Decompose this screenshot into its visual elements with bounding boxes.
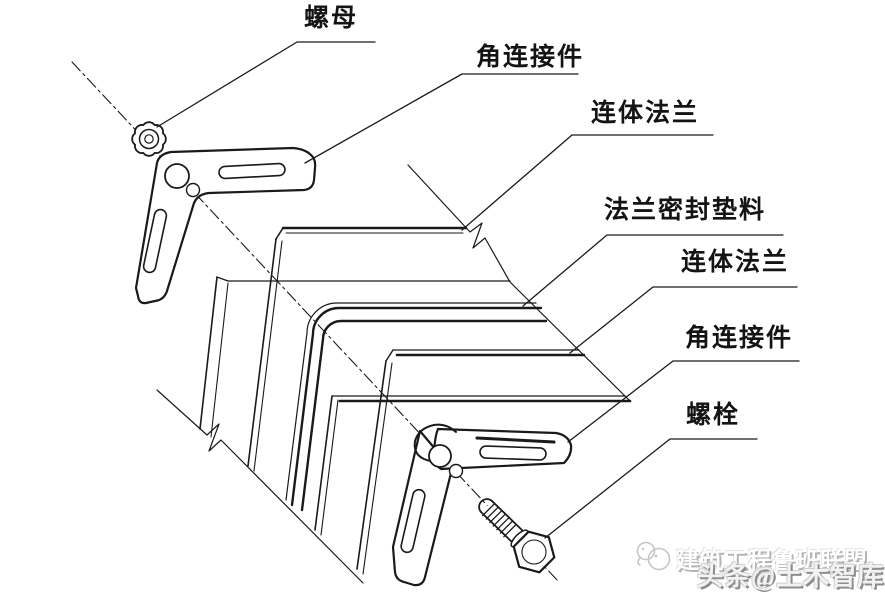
right-break-boundary [407, 164, 631, 402]
bolt-threads [482, 503, 517, 538]
leader-nut [156, 41, 376, 128]
watermark-chat-bubbles-icon [636, 541, 671, 571]
upper-flange-fold-band [285, 302, 548, 512]
corner-connector-top-drawing [134, 146, 317, 305]
label-bolt: 螺栓 [686, 402, 741, 429]
bolt-head [512, 530, 556, 574]
label-corner-connector-top: 角连接件 [476, 44, 585, 71]
corner-connector-bottom-drawing [391, 423, 573, 587]
leader-flange-top [461, 134, 714, 231]
leader-bolt [544, 438, 758, 539]
leader-corner-connector-bottom [567, 360, 800, 443]
label-nut: 螺母 [304, 5, 359, 32]
nut-drawing [131, 121, 167, 157]
watermark-brand: 建筑工程鲁班联盟 [676, 548, 868, 573]
label-flange-bottom: 连体法兰 [681, 249, 790, 276]
label-gasket: 法兰密封垫料 [604, 197, 767, 224]
upper-duct-edge [247, 226, 468, 472]
leader-lines [156, 41, 800, 539]
leader-corner-connector-top [304, 73, 579, 164]
upper-duct-wall [199, 276, 511, 438]
left-break-boundary [156, 389, 364, 584]
leader-flange-bottom [569, 286, 798, 354]
label-corner-connector-bottom: 角连接件 [685, 325, 794, 352]
watermark-byline: 头条@土木智库 [697, 562, 885, 591]
lower-flange-layer [314, 395, 632, 536]
bolt-drawing [478, 498, 556, 574]
label-flange-top: 连体法兰 [591, 100, 700, 127]
leader-gasket [522, 234, 784, 307]
